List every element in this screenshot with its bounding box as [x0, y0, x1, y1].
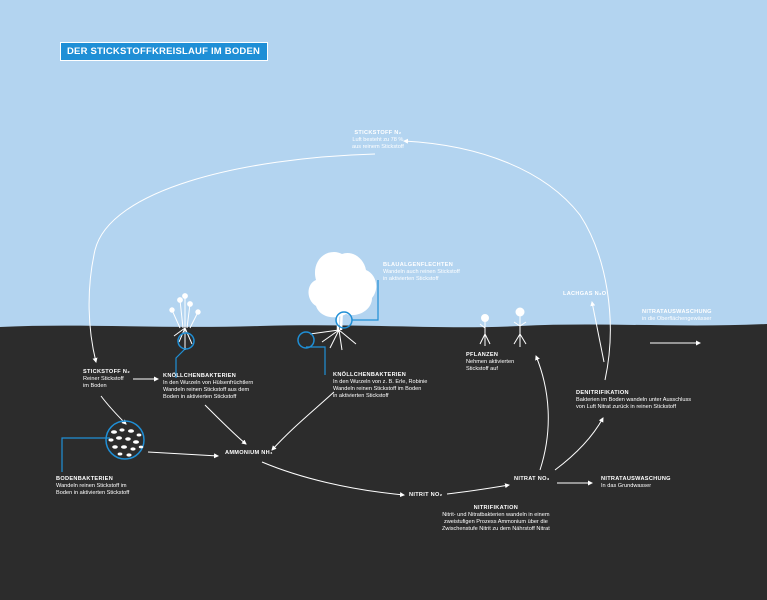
- label-soil-nitrogen: STICKSTOFF N₂ Reiner Stickstoff im Boden: [83, 369, 130, 390]
- label-blue-algae-line: Wandeln auch reinen Stickstoff: [383, 269, 460, 275]
- label-blue-algae-head: BLAUALGENFLECHTEN: [383, 262, 454, 268]
- label-nitrification-head: NITRIFIKATION: [473, 505, 519, 511]
- label-nitrate-runoff-surface: NITRATAUSWASCHUNG in die Oberflächengewä…: [642, 309, 712, 323]
- legume-plant-icon: [169, 293, 201, 350]
- cycle-arc-left: [88, 153, 376, 363]
- label-nitrite: NITRIT NO₂: [409, 492, 442, 499]
- label-nitrate-runoff-ground: NITRATAUSWASCHUNG In das Grundwasser: [601, 476, 671, 490]
- flower-plant-icon: [479, 307, 527, 347]
- label-nodule-bacteria-1-line: Wandeln reinen Stickstoff aus dem: [163, 387, 250, 393]
- label-blue-algae-line: in aktivierten Stickstoff: [383, 276, 439, 282]
- nodule-highlight-1: [177, 332, 195, 350]
- label-laughing-gas-head: LACHGAS N₂O: [563, 291, 607, 297]
- label-denitrification-line: Bakterien im Boden wandeln unter Ausschl…: [576, 397, 692, 403]
- leader-soil-bacteria: [61, 437, 110, 472]
- label-nitrate-runoff-ground-head: NITRATAUSWASCHUNG: [601, 476, 671, 482]
- cycle-arc-right: [403, 138, 611, 381]
- label-nitrate-runoff-surface-head: NITRATAUSWASCHUNG: [642, 309, 712, 315]
- label-blue-algae: BLAUALGENFLECHTEN Wandeln auch reinen St…: [383, 262, 460, 283]
- label-nodule-bacteria-1: KNÖLLCHENBAKTERIEN In den Wurzeln von Hü…: [163, 373, 253, 401]
- label-nitrate: NITRAT NO₃: [514, 476, 550, 483]
- label-nitrification: NITRIFIKATION Nitrit- und Nitratbakterie…: [442, 505, 550, 533]
- label-soil-bacteria-line: Wandeln reinen Stickstoff im: [56, 483, 127, 489]
- label-plants-line: Nehmen aktivierten: [466, 359, 515, 365]
- label-nitrate-runoff-surface-line: in die Oberflächengewässer: [642, 316, 712, 322]
- label-nodule-bacteria-1-line: Boden in aktivierten Stickstoff: [163, 394, 237, 400]
- label-nitrification-line: Zwischenstufe Nitrit zu dem Nährstoff Ni…: [442, 526, 550, 532]
- label-plants-line: Stickstoff auf: [466, 366, 498, 372]
- label-nodule-bacteria-2-line: Wandeln reinen Stickstoff im Boden: [333, 386, 422, 392]
- label-soil-bacteria-head: BODENBAKTERIEN: [56, 476, 114, 482]
- label-soil-nitrogen-line: Reiner Stickstoff: [83, 376, 124, 382]
- label-nodule-bacteria-1-head: KNÖLLCHENBAKTERIEN: [163, 373, 237, 379]
- label-nodule-bacteria-1-line: In den Wurzeln von Hülsenfrüchtlern: [163, 380, 254, 386]
- label-denitrification-line: von Luft Nitrat zurück in reinen Stickst…: [576, 404, 677, 410]
- arrow-bacteria-to-ammonium: [147, 451, 219, 459]
- label-ammonium-head: AMMONIUM NH₄: [225, 450, 273, 456]
- label-nodule-bacteria-2-line: In den Wurzeln von z. B. Erle, Robinie: [333, 379, 428, 385]
- arrow-to-laughing-gas: [590, 301, 605, 363]
- tree-icon: [308, 252, 377, 351]
- label-nitrate-head: NITRAT NO₃: [514, 476, 550, 482]
- label-soil-nitrogen-line: im Boden: [83, 383, 107, 389]
- leader-blue-algae: [352, 280, 379, 321]
- label-nodule-bacteria-2-line: in aktivierten Stickstoff: [333, 393, 389, 399]
- label-denitrification-head: DENITRIFIKATION: [576, 390, 629, 396]
- label-nodule-bacteria-2-head: KNÖLLCHENBAKTERIEN: [333, 372, 407, 378]
- label-plants: PFLANZEN Nehmen aktivierten Stickstoff a…: [466, 352, 514, 373]
- label-ammonium: AMMONIUM NH₄: [225, 450, 273, 457]
- label-soil-bacteria: BODENBAKTERIEN Wandeln reinen Stickstoff…: [56, 476, 129, 497]
- label-nitrite-head: NITRIT NO₂: [409, 492, 443, 498]
- leader-nodules-1: [175, 347, 187, 378]
- arrow-nitrate-to-plants: [535, 355, 549, 471]
- label-soil-bacteria-line: Boden in aktivierten Stickstoff: [56, 490, 130, 496]
- label-denitrification: DENITRIFIKATION Bakterien im Boden wande…: [576, 390, 691, 411]
- arrow-nitrate-to-denitrification: [554, 417, 604, 471]
- label-air-nitrogen-line: Luft besteht zu 78 %: [352, 137, 404, 143]
- diagram-title: DER STICKSTOFFKREISLAUF IM BODEN: [60, 42, 269, 61]
- soil-bacteria-icon: [105, 420, 145, 460]
- arrow-nodules1-to-ammonium: [204, 404, 247, 445]
- blue-algae-highlight: [335, 311, 353, 329]
- arrow-nodules2-to-ammonium: [271, 391, 335, 451]
- label-air-nitrogen-head: STICKSTOFF N₂: [354, 130, 402, 136]
- nodule-highlight-2: [297, 331, 315, 349]
- label-nitrification-line: zweistufigen Prozess Ammonium über die: [443, 519, 548, 525]
- arrow-nitrite-to-nitrate: [446, 483, 510, 495]
- leader-nodules-2: [306, 346, 326, 375]
- arrow-soil-nitrogen-to-bacteria: [100, 395, 127, 425]
- label-laughing-gas: LACHGAS N₂O: [563, 291, 606, 298]
- label-air-nitrogen: STICKSTOFF N₂ Luft besteht zu 78 % aus r…: [352, 130, 404, 151]
- label-air-nitrogen-line: aus reinem Stickstoff: [352, 144, 404, 150]
- label-plants-head: PFLANZEN: [466, 352, 499, 358]
- label-nitrification-line: Nitrit- und Nitratbakterien wandeln in e…: [442, 512, 550, 518]
- ground: [0, 324, 767, 600]
- label-soil-nitrogen-head: STICKSTOFF N₂: [83, 369, 130, 375]
- label-nodule-bacteria-2: KNÖLLCHENBAKTERIEN In den Wurzeln von z.…: [333, 372, 427, 400]
- arrow-ammonium-to-nitrite: [261, 461, 405, 498]
- label-nitrate-runoff-ground-line: In das Grundwasser: [601, 483, 652, 489]
